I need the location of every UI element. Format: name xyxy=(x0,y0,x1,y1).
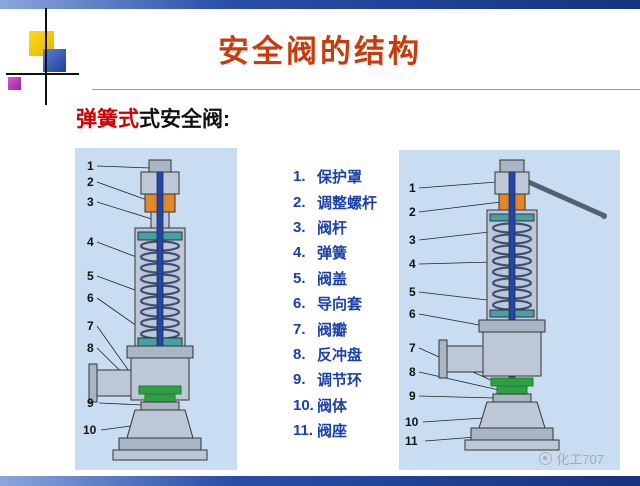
parts-legend: 1. 保护罩 2. 调整螺杆 3. 阀杆 4. 弹簧 5. 阀盖 6. 导向套 7. 阀瓣 8… xyxy=(293,164,397,443)
callout-number: 4 xyxy=(87,235,94,249)
callout-number: 6 xyxy=(87,291,94,305)
callout-number: 9 xyxy=(87,396,94,410)
legend-item-label: 调整螺杆 xyxy=(317,194,378,212)
legend-item-label: 阀盖 xyxy=(317,270,348,288)
legend-item-label: 阀瓣 xyxy=(317,321,348,339)
left-valve-diagram: 1 2 3 4 5 6 7 8 9 10 xyxy=(75,148,237,470)
legend-item: 8. 反冲盘 xyxy=(293,342,397,367)
legend-item-number: 6. xyxy=(293,295,306,313)
top-border-bar xyxy=(0,0,640,9)
legend-item: 7. 阀瓣 xyxy=(293,316,397,341)
callout-number: 7 xyxy=(87,319,94,333)
callout-number: 3 xyxy=(87,195,94,209)
callout-number: 4 xyxy=(409,257,416,271)
callout-number: 10 xyxy=(83,423,97,437)
legend-item-number: 8. xyxy=(293,345,306,363)
legend-item-number: 2. xyxy=(293,193,306,211)
callout-number: 5 xyxy=(409,285,416,299)
legend-item-number: 11. xyxy=(293,422,314,440)
legend-item-label: 导向套 xyxy=(317,296,363,314)
legend-item-label: 阀座 xyxy=(317,423,348,441)
legend-item: 9. 调节环 xyxy=(293,367,397,392)
callout-number: 8 xyxy=(409,365,416,379)
legend-item: 6. 导向套 xyxy=(293,291,397,316)
decoration-vertical-line xyxy=(45,8,47,105)
callout-number: 11 xyxy=(405,434,418,448)
legend-item-label: 保护罩 xyxy=(317,169,363,187)
subtitle-black-part: 式安全阀: xyxy=(139,108,230,131)
legend-item: 3. 阀杆 xyxy=(293,215,397,240)
decoration-horizontal-line xyxy=(6,73,79,75)
callout-number: 2 xyxy=(409,205,416,219)
legend-item-number: 5. xyxy=(293,269,306,287)
legend-item-label: 调节环 xyxy=(317,372,363,390)
legend-item: 10.阀体 xyxy=(293,393,397,418)
legend-item: 1. 保护罩 xyxy=(293,164,397,189)
legend-item-label: 弹簧 xyxy=(317,245,348,263)
callout-number: 2 xyxy=(87,175,94,189)
legend-item-number: 4. xyxy=(293,244,306,262)
legend-item-label: 阀杆 xyxy=(317,219,348,237)
callout-number: 6 xyxy=(409,307,416,321)
subtitle: 弹簧式式安全阀: xyxy=(76,103,230,133)
legend-item-label: 阀体 xyxy=(317,397,348,415)
legend-item-number: 10. xyxy=(293,396,314,414)
callout-number: 1 xyxy=(87,159,94,173)
callout-number: 1 xyxy=(409,181,416,195)
legend-item-label: 反冲盘 xyxy=(317,346,363,364)
legend-item-number: 9. xyxy=(293,371,306,389)
legend-item-number: 1. xyxy=(293,168,306,186)
bottom-border-bar xyxy=(0,476,640,486)
left-valve-illustration: 1 2 3 4 5 6 7 8 9 10 xyxy=(83,159,208,461)
callout-number: 9 xyxy=(409,389,416,403)
legend-item: 11.阀座 xyxy=(293,418,397,443)
watermark-text: 化工707 xyxy=(556,452,604,467)
decoration-magenta-square xyxy=(8,77,21,90)
watermark: 化工707 xyxy=(539,449,604,468)
title-underline xyxy=(92,89,640,90)
right-valve-diagram: 1 2 3 4 5 6 7 8 9 10 11 xyxy=(399,150,620,470)
legend-item-number: 7. xyxy=(293,320,306,338)
callout-number: 5 xyxy=(87,269,94,283)
callout-number: 3 xyxy=(409,233,416,247)
legend-item: 4. 弹簧 xyxy=(293,240,397,265)
subtitle-red-part: 弹簧式 xyxy=(76,108,139,131)
right-valve-illustration: 1 2 3 4 5 6 7 8 9 10 11 xyxy=(405,159,607,451)
callout-number: 8 xyxy=(87,341,94,355)
decoration-blue-square xyxy=(43,49,66,72)
legend-item-number: 3. xyxy=(293,218,306,236)
watermark-logo-icon xyxy=(539,452,553,465)
legend-item: 5. 阀盖 xyxy=(293,266,397,291)
callout-number: 7 xyxy=(409,341,416,355)
legend-item: 2. 调整螺杆 xyxy=(293,189,397,214)
page-title: 安全阀的结构 xyxy=(218,34,422,69)
callout-number: 10 xyxy=(405,415,419,429)
